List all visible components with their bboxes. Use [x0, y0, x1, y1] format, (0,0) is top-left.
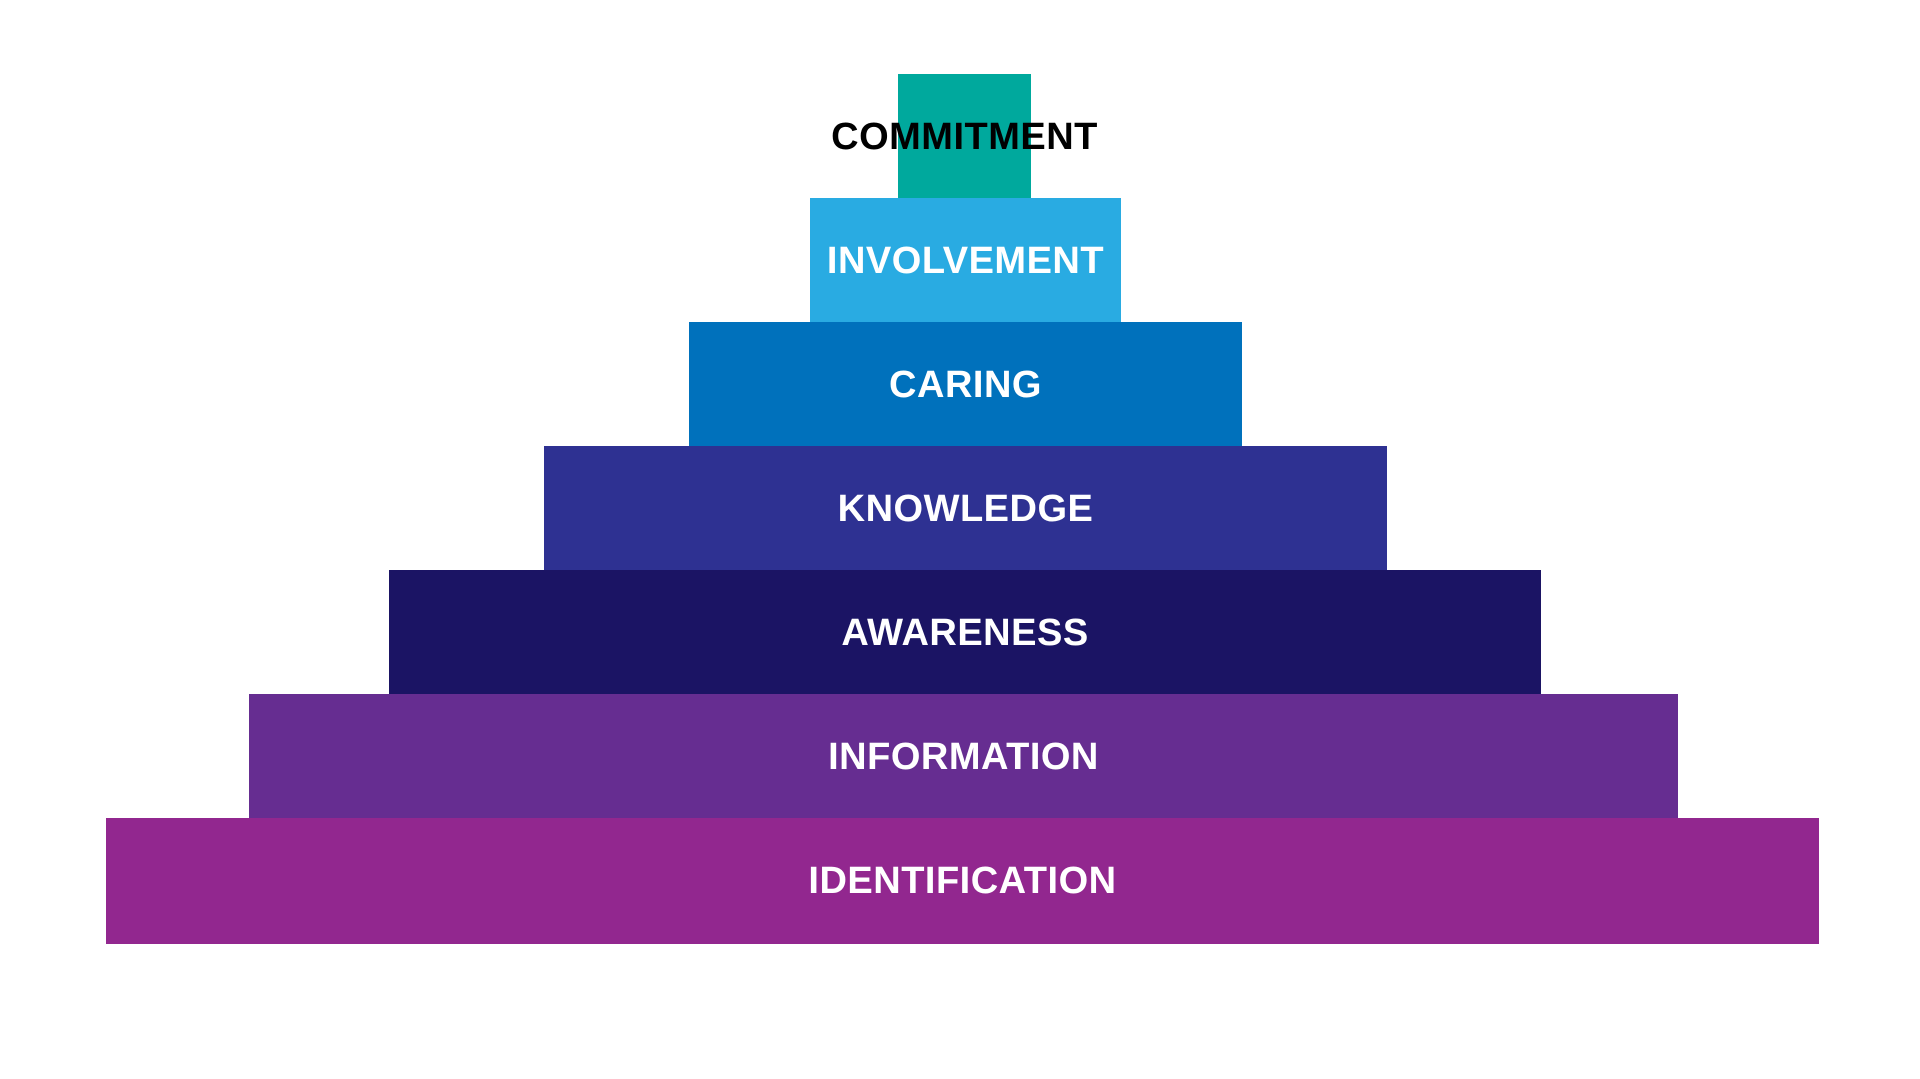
tier-caring: CARING	[689, 322, 1242, 448]
tier-involvement-label: INVOLVEMENT	[826, 240, 1105, 282]
tier-information-label: INFORMATION	[828, 736, 1099, 778]
tier-awareness: AWARENESS	[389, 570, 1541, 696]
tier-identification: IDENTIFICATION	[106, 818, 1819, 944]
tier-knowledge-label: KNOWLEDGE	[837, 488, 1094, 530]
tier-involvement: INVOLVEMENT	[810, 198, 1121, 324]
tier-commitment: COMMITMENT	[831, 74, 1097, 200]
tier-commitment-label: COMMITMENT	[831, 116, 1098, 158]
tier-awareness-label: AWARENESS	[841, 612, 1089, 654]
tier-identification-label: IDENTIFICATION	[808, 860, 1117, 902]
tier-caring-label: CARING	[889, 364, 1042, 406]
tier-information: INFORMATION	[249, 694, 1678, 820]
tier-knowledge: KNOWLEDGE	[544, 446, 1387, 572]
